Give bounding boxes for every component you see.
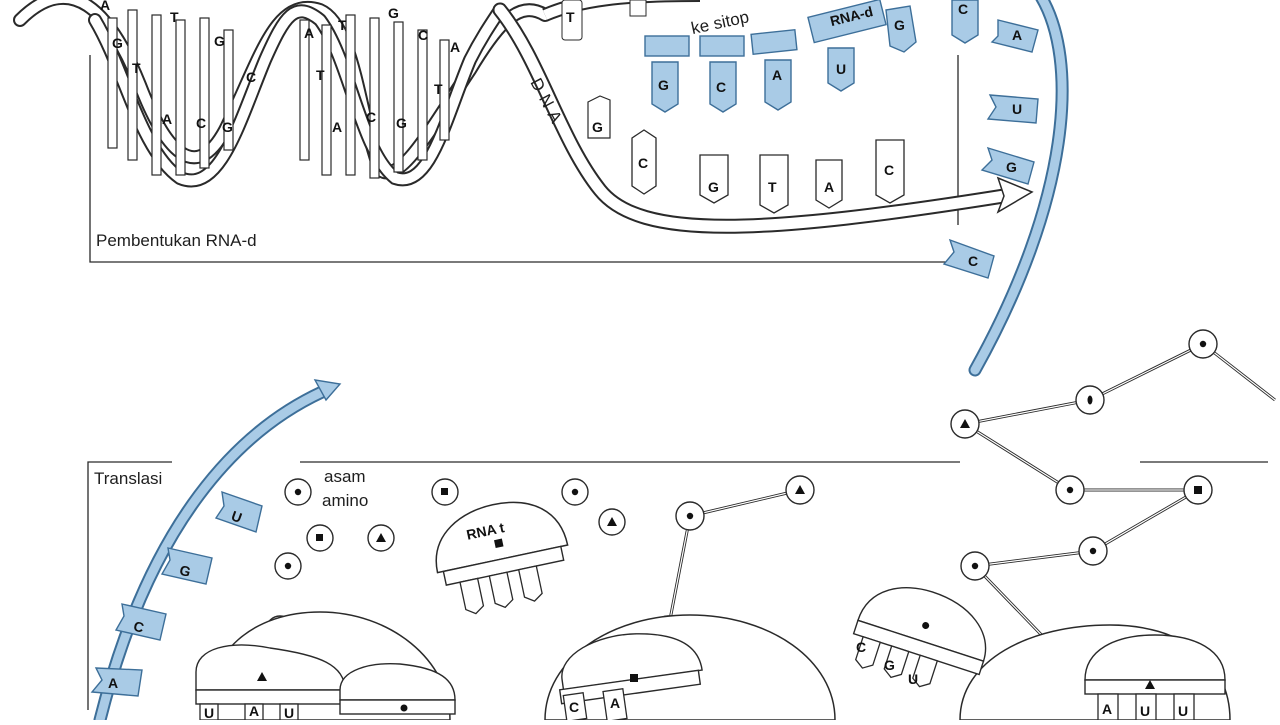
helix-base: T (316, 67, 325, 83)
trna-label: RNA t (465, 519, 506, 543)
helix-base: G (112, 35, 123, 51)
template-base: T (768, 179, 777, 195)
rna-base: A (772, 67, 782, 83)
amino-acid-label-line2: amino (322, 491, 368, 510)
forming-rna (644, 0, 979, 113)
helix-base: T (338, 17, 347, 33)
template-base: G (592, 119, 603, 135)
helix-base: G (214, 33, 225, 49)
helix-base: A (450, 39, 460, 55)
ribosome-4-anticodon: U (1178, 703, 1188, 719)
helix-base: T (170, 9, 179, 25)
helix-base: A (304, 25, 314, 41)
amino-acid-label-line1: asam (324, 467, 366, 486)
helix-base: T (132, 60, 141, 76)
rna-base: U (836, 61, 846, 77)
helix-base: C (246, 69, 256, 85)
translation-panel-label: Translasi (94, 469, 162, 488)
helix-base: C (196, 115, 206, 131)
helix-base: T (434, 81, 443, 97)
dna-double-helix: A G T T G C A T G C A T A C G T A C G T (13, 0, 579, 188)
template-base: G (708, 179, 719, 195)
helix-base: C (418, 27, 428, 43)
ribosome-2-anticodon: C (569, 699, 579, 715)
helix-base: C (366, 109, 376, 125)
ribosome-2-anticodon: A (610, 695, 620, 711)
rna-base: G (658, 77, 669, 93)
to-cytoplasm-label: ke sitop (689, 7, 750, 38)
helix-base: A (332, 119, 342, 135)
template-base: C (884, 162, 894, 178)
coding-base-t: T (566, 9, 575, 25)
ribosome-1 (195, 611, 456, 721)
exit-base: G (1006, 159, 1017, 175)
ribosome-3-anticodon: C (856, 639, 866, 655)
exit-base: C (968, 253, 978, 269)
ribosome-1-anticodon: A (249, 703, 259, 719)
mrna-base: C (132, 618, 146, 636)
free-trna (435, 501, 569, 615)
rna-base: G (894, 17, 905, 33)
exit-base: U (1012, 101, 1022, 117)
mrna-exit-strand (942, 0, 1069, 377)
helix-base: G (222, 119, 233, 135)
exit-base: A (1012, 27, 1022, 43)
helix-base: G (396, 115, 407, 131)
ribosome-3-anticodon: U (908, 671, 918, 687)
template-bases (631, 129, 905, 214)
ribosome-3-anticodon: G (884, 657, 895, 673)
transcription-panel-label: Pembentukan RNA-d (96, 231, 257, 250)
ribosome-4-anticodon: U (1140, 703, 1150, 719)
template-base: C (638, 155, 648, 171)
rna-base: C (716, 79, 726, 95)
mrna-base: A (108, 675, 118, 691)
translation-panel-frame (87, 461, 1268, 710)
dna-label: DNA (526, 75, 568, 132)
helix-base: G (388, 5, 399, 21)
ribosome-2 (544, 614, 836, 722)
ribosome-1-anticodon: U (204, 705, 214, 720)
rna-base: C (958, 1, 968, 17)
template-base: A (824, 179, 834, 195)
ribosome-4-anticodon: A (1102, 701, 1112, 717)
dna-template-strand-arrow (492, 2, 1034, 234)
helix-base: A (100, 0, 110, 13)
ribosome-4 (1084, 634, 1226, 721)
mrna-base: G (178, 562, 193, 580)
mrna-translation-strand (90, 379, 342, 725)
ribosome-1-anticodon: U (284, 705, 294, 720)
helix-base: A (162, 111, 172, 127)
dna-coding-strand: T (542, 0, 701, 139)
